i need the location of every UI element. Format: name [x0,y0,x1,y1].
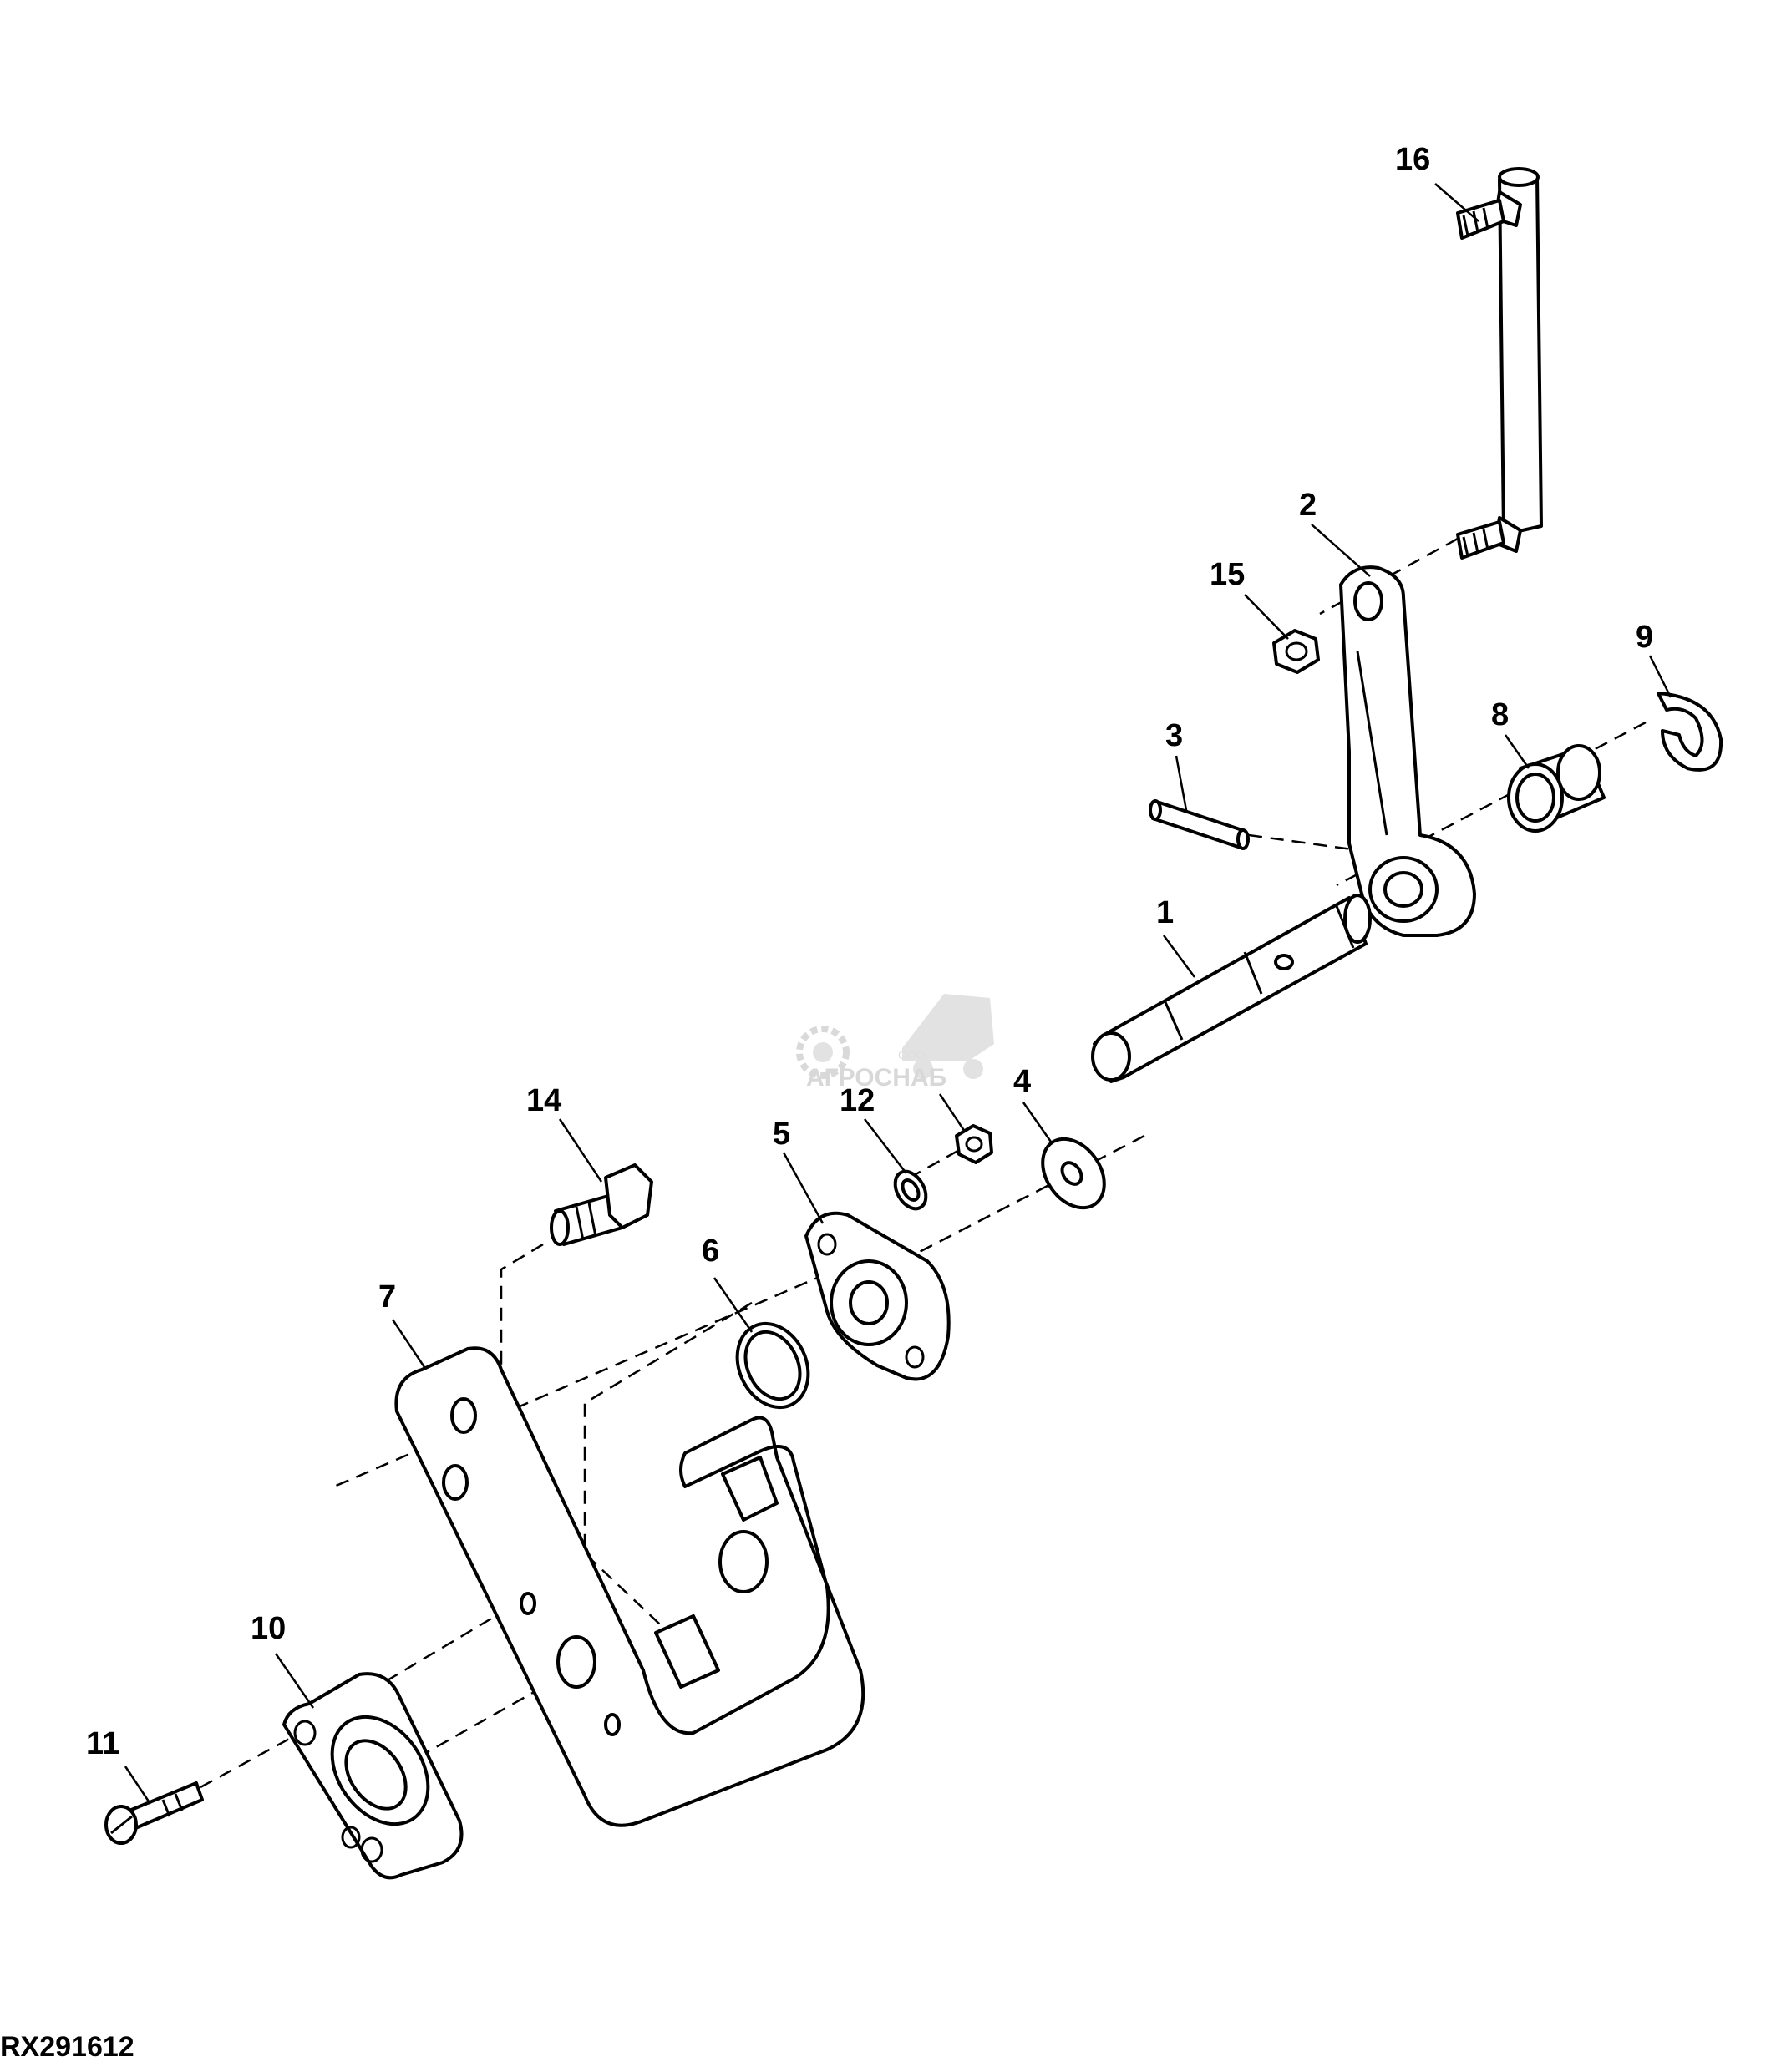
callout-4: 4 [1013,1064,1031,1099]
part-8-bushing [1507,744,1606,833]
part-12-nut-lockwasher [893,1124,993,1211]
callout-10: 10 [251,1611,286,1646]
part-4-washer [1041,1137,1106,1210]
watermark-brand: АГРОСНАБ [806,1064,946,1092]
watermark-prefix: ООО [898,1048,926,1061]
callout-1: 1 [1156,895,1174,930]
figure-id: RX291612 [0,2031,134,2063]
part-6-seal-ring [735,1321,810,1410]
callout-15: 15 [1210,557,1245,592]
leader-lines [124,183,1672,1805]
callout-5: 5 [773,1117,790,1152]
callout-11: 11 [86,1726,119,1761]
part-5-flange-bearing [804,1211,951,1381]
callout-6: 6 [702,1234,719,1269]
part-1-shaft [1091,894,1372,1083]
callout-9: 9 [1636,620,1653,655]
callout-3: 3 [1165,718,1183,753]
part-15-nut [1272,629,1320,674]
part-3-pin [1149,799,1250,850]
assembly-lines [200,537,1647,1789]
callout-7: 7 [378,1279,396,1315]
part-7-bracket [394,1346,865,1827]
part-11-screw [104,1781,204,1845]
callout-12: 12 [840,1083,875,1118]
part-16-rod [1456,167,1543,560]
callout-8: 8 [1491,697,1509,732]
watermark: ООО АГРОСНАБ [796,994,994,1092]
part-14-bolt [550,1163,653,1246]
part-2-lever-arm [1339,565,1476,937]
gear-combine-logo-icon [796,994,994,1079]
callout-labels: 1 2 3 4 5 6 7 8 9 10 11 12 14 15 16 [86,142,1653,1761]
callout-16: 16 [1395,142,1430,177]
part-10-switch [282,1672,464,1880]
callout-14: 14 [526,1083,561,1118]
callout-2: 2 [1299,488,1317,523]
part-9-clip [1657,692,1723,772]
